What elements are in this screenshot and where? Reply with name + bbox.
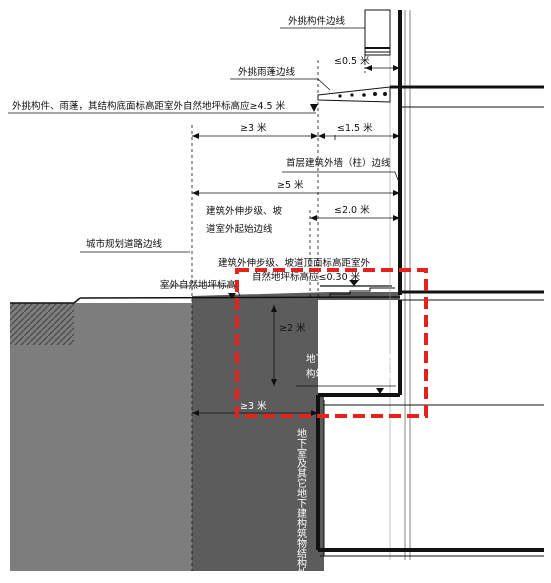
dim-canopy-to-wall: ≤0.5 米 xyxy=(334,55,370,67)
label-ground-wall-line: 首层建筑外墙（柱）边线 xyxy=(286,157,391,169)
dimension-lines xyxy=(191,55,400,571)
label-natural-ground: 室外自然地坪标高 xyxy=(160,279,236,291)
ground-line xyxy=(10,296,401,304)
dim-steps-2: ≤2.0 米 xyxy=(334,204,370,216)
dim-to-wall-1-5: ≤1.5 米 xyxy=(337,122,373,134)
dim-setback-5: ≥5 米 xyxy=(277,179,304,191)
label-basement-top-1: 地下室及其它地下建 xyxy=(306,353,392,365)
label-steps-top-line-1: 建筑外伸步级、坡道顶面标高距室外 xyxy=(218,257,371,269)
arrowheads xyxy=(192,65,400,416)
label-city-road-line: 城市规划道路边线 xyxy=(86,238,163,250)
dim-basement-3: ≥3 米 xyxy=(240,400,267,412)
label-basement-top-2: 构筑物结构顶面标高 xyxy=(306,368,392,380)
dim-depth-2: ≥2 米 xyxy=(279,322,306,334)
label-cantilever-height-rule: 外挑构件、雨蓬，其结构底面标高距室外自然地坪标高应≥4.5 米 xyxy=(12,100,286,112)
highlight-box xyxy=(235,268,428,418)
label-basement-outer-edge: 地下室及其它地下建构筑物结构外缘边线 xyxy=(295,427,307,579)
label-cantilever-edge: 外挑构件边线 xyxy=(288,15,346,27)
label-canopy-edge: 外挑雨蓬边线 xyxy=(238,66,296,78)
soil-mass xyxy=(10,292,400,571)
label-steps-top-line-2: 自然地坪标高应≤0.30 米 xyxy=(252,271,361,283)
entry-steps xyxy=(320,285,395,297)
label-steps-start-line-1: 建筑外伸步级、坡 xyxy=(206,205,283,217)
dim-setback-3: ≥3 米 xyxy=(240,122,267,134)
label-steps-start-line-2: 道室外起始边线 xyxy=(206,223,273,235)
leader-lines xyxy=(8,27,399,387)
